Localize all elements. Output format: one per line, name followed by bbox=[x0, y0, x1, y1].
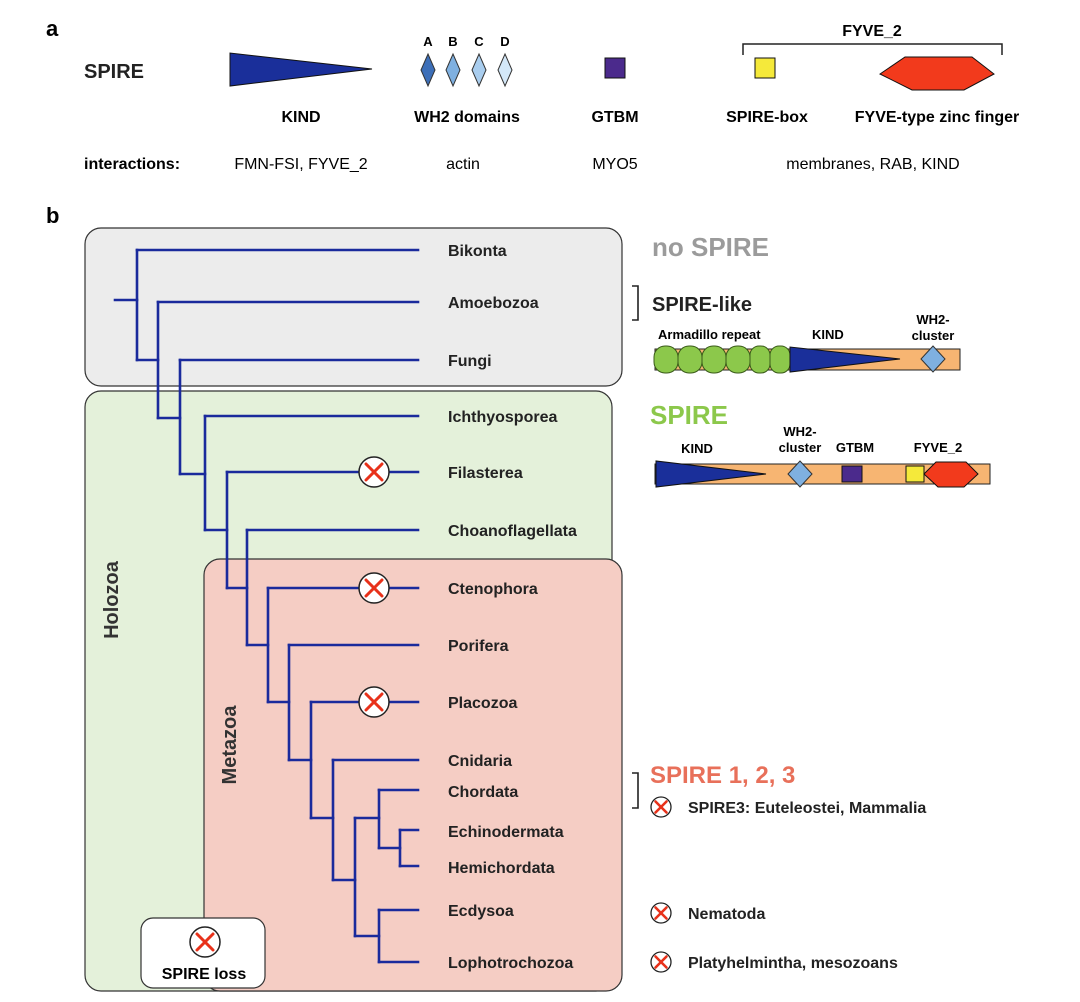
armadillo-repeats-shape bbox=[653, 345, 791, 374]
kind-domain-shape bbox=[229, 52, 373, 87]
wh2-letter-b: B bbox=[448, 34, 457, 49]
spire123-heading: SPIRE 1, 2, 3 bbox=[650, 762, 795, 789]
taxon-placozoa: Placozoa bbox=[448, 695, 517, 712]
taxon-choanoflagellata: Choanoflagellata bbox=[448, 523, 577, 540]
phylogenetic-tree bbox=[113, 248, 420, 964]
fyve-zinc-finger-label: FYVE-type zinc finger bbox=[855, 109, 1019, 126]
interaction-wh2: actin bbox=[446, 156, 480, 173]
fyve-zinc-finger-shape bbox=[879, 56, 995, 91]
spire3-note: SPIRE3: Euteleostei, Mammalia bbox=[688, 800, 926, 817]
spire-box-diagram-shape bbox=[905, 465, 925, 483]
wh2-letter-a: A bbox=[423, 34, 433, 49]
platyhelmintha-note: Platyhelmintha, mesozoans bbox=[688, 955, 898, 972]
spire-fyve2-label: FYVE_2 bbox=[914, 440, 962, 455]
taxon-echinodermata: Echinodermata bbox=[448, 824, 564, 841]
spire-gtbm-label: GTBM bbox=[836, 440, 874, 455]
spire-protein-diagram: KIND WH2- cluster GTBM FYVE_2 bbox=[654, 424, 991, 488]
interaction-membrane: membranes, RAB, KIND bbox=[786, 156, 959, 173]
interaction-gtbm: MYO5 bbox=[592, 156, 637, 173]
kind-label: KIND bbox=[281, 109, 320, 126]
spire-like-wh2-label-line2: cluster bbox=[912, 328, 955, 343]
taxon-ichthyosporea: Ichthyosporea bbox=[448, 409, 557, 426]
taxon-porifera: Porifera bbox=[448, 638, 509, 655]
taxon-cnidaria: Cnidaria bbox=[448, 753, 512, 770]
spire-loss-legend-label: SPIRE loss bbox=[162, 966, 247, 983]
holozoa-label: Holozoa bbox=[101, 560, 123, 639]
spire-like-protein-diagram: Armadillo repeat KIND WH2- cluster bbox=[653, 312, 961, 374]
spire-like-kind-shape bbox=[789, 346, 901, 373]
nematoda-loss-icon bbox=[649, 901, 673, 925]
platyhelmintha-loss-icon bbox=[649, 950, 673, 974]
placozoa-loss-icon bbox=[357, 685, 391, 719]
protein-name: SPIRE bbox=[84, 61, 144, 83]
no-spire-group-box bbox=[84, 227, 623, 387]
spire-box-label: SPIRE-box bbox=[726, 109, 808, 126]
spire-like-wh2-label-line1: WH2- bbox=[916, 312, 949, 327]
spire-box-shape bbox=[754, 57, 776, 79]
wh2-domains-shape: A B C D bbox=[420, 34, 513, 88]
spire-like-bracket bbox=[632, 285, 639, 321]
wh2-letter-d: D bbox=[500, 34, 509, 49]
taxon-lophotrochozoa: Lophotrochozoa bbox=[448, 955, 573, 972]
armadillo-repeat-label: Armadillo repeat bbox=[658, 327, 761, 342]
spire-like-heading: SPIRE-like bbox=[652, 294, 752, 316]
taxon-fungi: Fungi bbox=[448, 353, 492, 370]
wh2-diamond-a bbox=[420, 52, 436, 88]
spire-wh2-shape bbox=[787, 460, 813, 488]
spire-like-wh2-shape bbox=[920, 345, 946, 373]
taxon-chordata: Chordata bbox=[448, 784, 518, 801]
panel-b-label: b bbox=[46, 203, 59, 228]
panel-a-label: a bbox=[46, 16, 59, 41]
nematoda-note: Nematoda bbox=[688, 906, 765, 923]
spire-gtbm-shape bbox=[841, 465, 863, 483]
metazoa-group-box bbox=[203, 558, 623, 992]
gtbm-label: GTBM bbox=[591, 109, 638, 126]
spire-kind-label: KIND bbox=[681, 441, 713, 456]
spire-loss-legend-icon bbox=[188, 925, 222, 959]
fyve2-bracket bbox=[742, 43, 1003, 55]
wh2-diamond-c bbox=[471, 52, 487, 88]
gtbm-domain-shape bbox=[604, 57, 626, 79]
no-spire-heading: no SPIRE bbox=[652, 232, 769, 262]
interactions-title: interactions: bbox=[84, 156, 180, 173]
metazoa-label: Metazoa bbox=[219, 705, 241, 785]
spire-kind-shape bbox=[655, 460, 767, 488]
panel-a: a SPIRE A B C D FYVE_2 KIND WH2 domains … bbox=[46, 16, 1019, 173]
taxon-ecdysoa: Ecdysoa bbox=[448, 903, 514, 920]
spire-like-kind-label: KIND bbox=[812, 327, 844, 342]
wh2-diamond-d bbox=[497, 52, 513, 88]
taxon-amoebozoa: Amoebozoa bbox=[448, 295, 539, 312]
taxon-labels: Bikonta Amoebozoa Fungi Ichthyosporea Fi… bbox=[448, 243, 577, 972]
ctenophora-loss-icon bbox=[357, 571, 391, 605]
taxon-bikonta: Bikonta bbox=[448, 243, 507, 260]
spire123-bracket bbox=[632, 772, 639, 809]
taxon-filasterea: Filasterea bbox=[448, 465, 523, 482]
filasterea-loss-icon bbox=[357, 455, 391, 489]
panel-b: b Holozoa Metazoa SPIRE loss bbox=[46, 203, 991, 992]
interaction-kind: FMN-FSI, FYVE_2 bbox=[234, 156, 367, 173]
taxon-hemichordata: Hemichordata bbox=[448, 860, 555, 877]
spire-wh2-label-line2: cluster bbox=[779, 440, 822, 455]
spire-heading: SPIRE bbox=[650, 400, 728, 430]
spire3-loss-icon bbox=[649, 795, 673, 819]
spire-fyve-shape bbox=[923, 461, 979, 488]
taxon-ctenophora: Ctenophora bbox=[448, 581, 538, 598]
wh2-letter-c: C bbox=[474, 34, 484, 49]
fyve2-bracket-label: FYVE_2 bbox=[842, 23, 902, 40]
wh2-diamond-b bbox=[445, 52, 461, 88]
spire-wh2-label-line1: WH2- bbox=[783, 424, 816, 439]
wh2-domains-label: WH2 domains bbox=[414, 109, 520, 126]
